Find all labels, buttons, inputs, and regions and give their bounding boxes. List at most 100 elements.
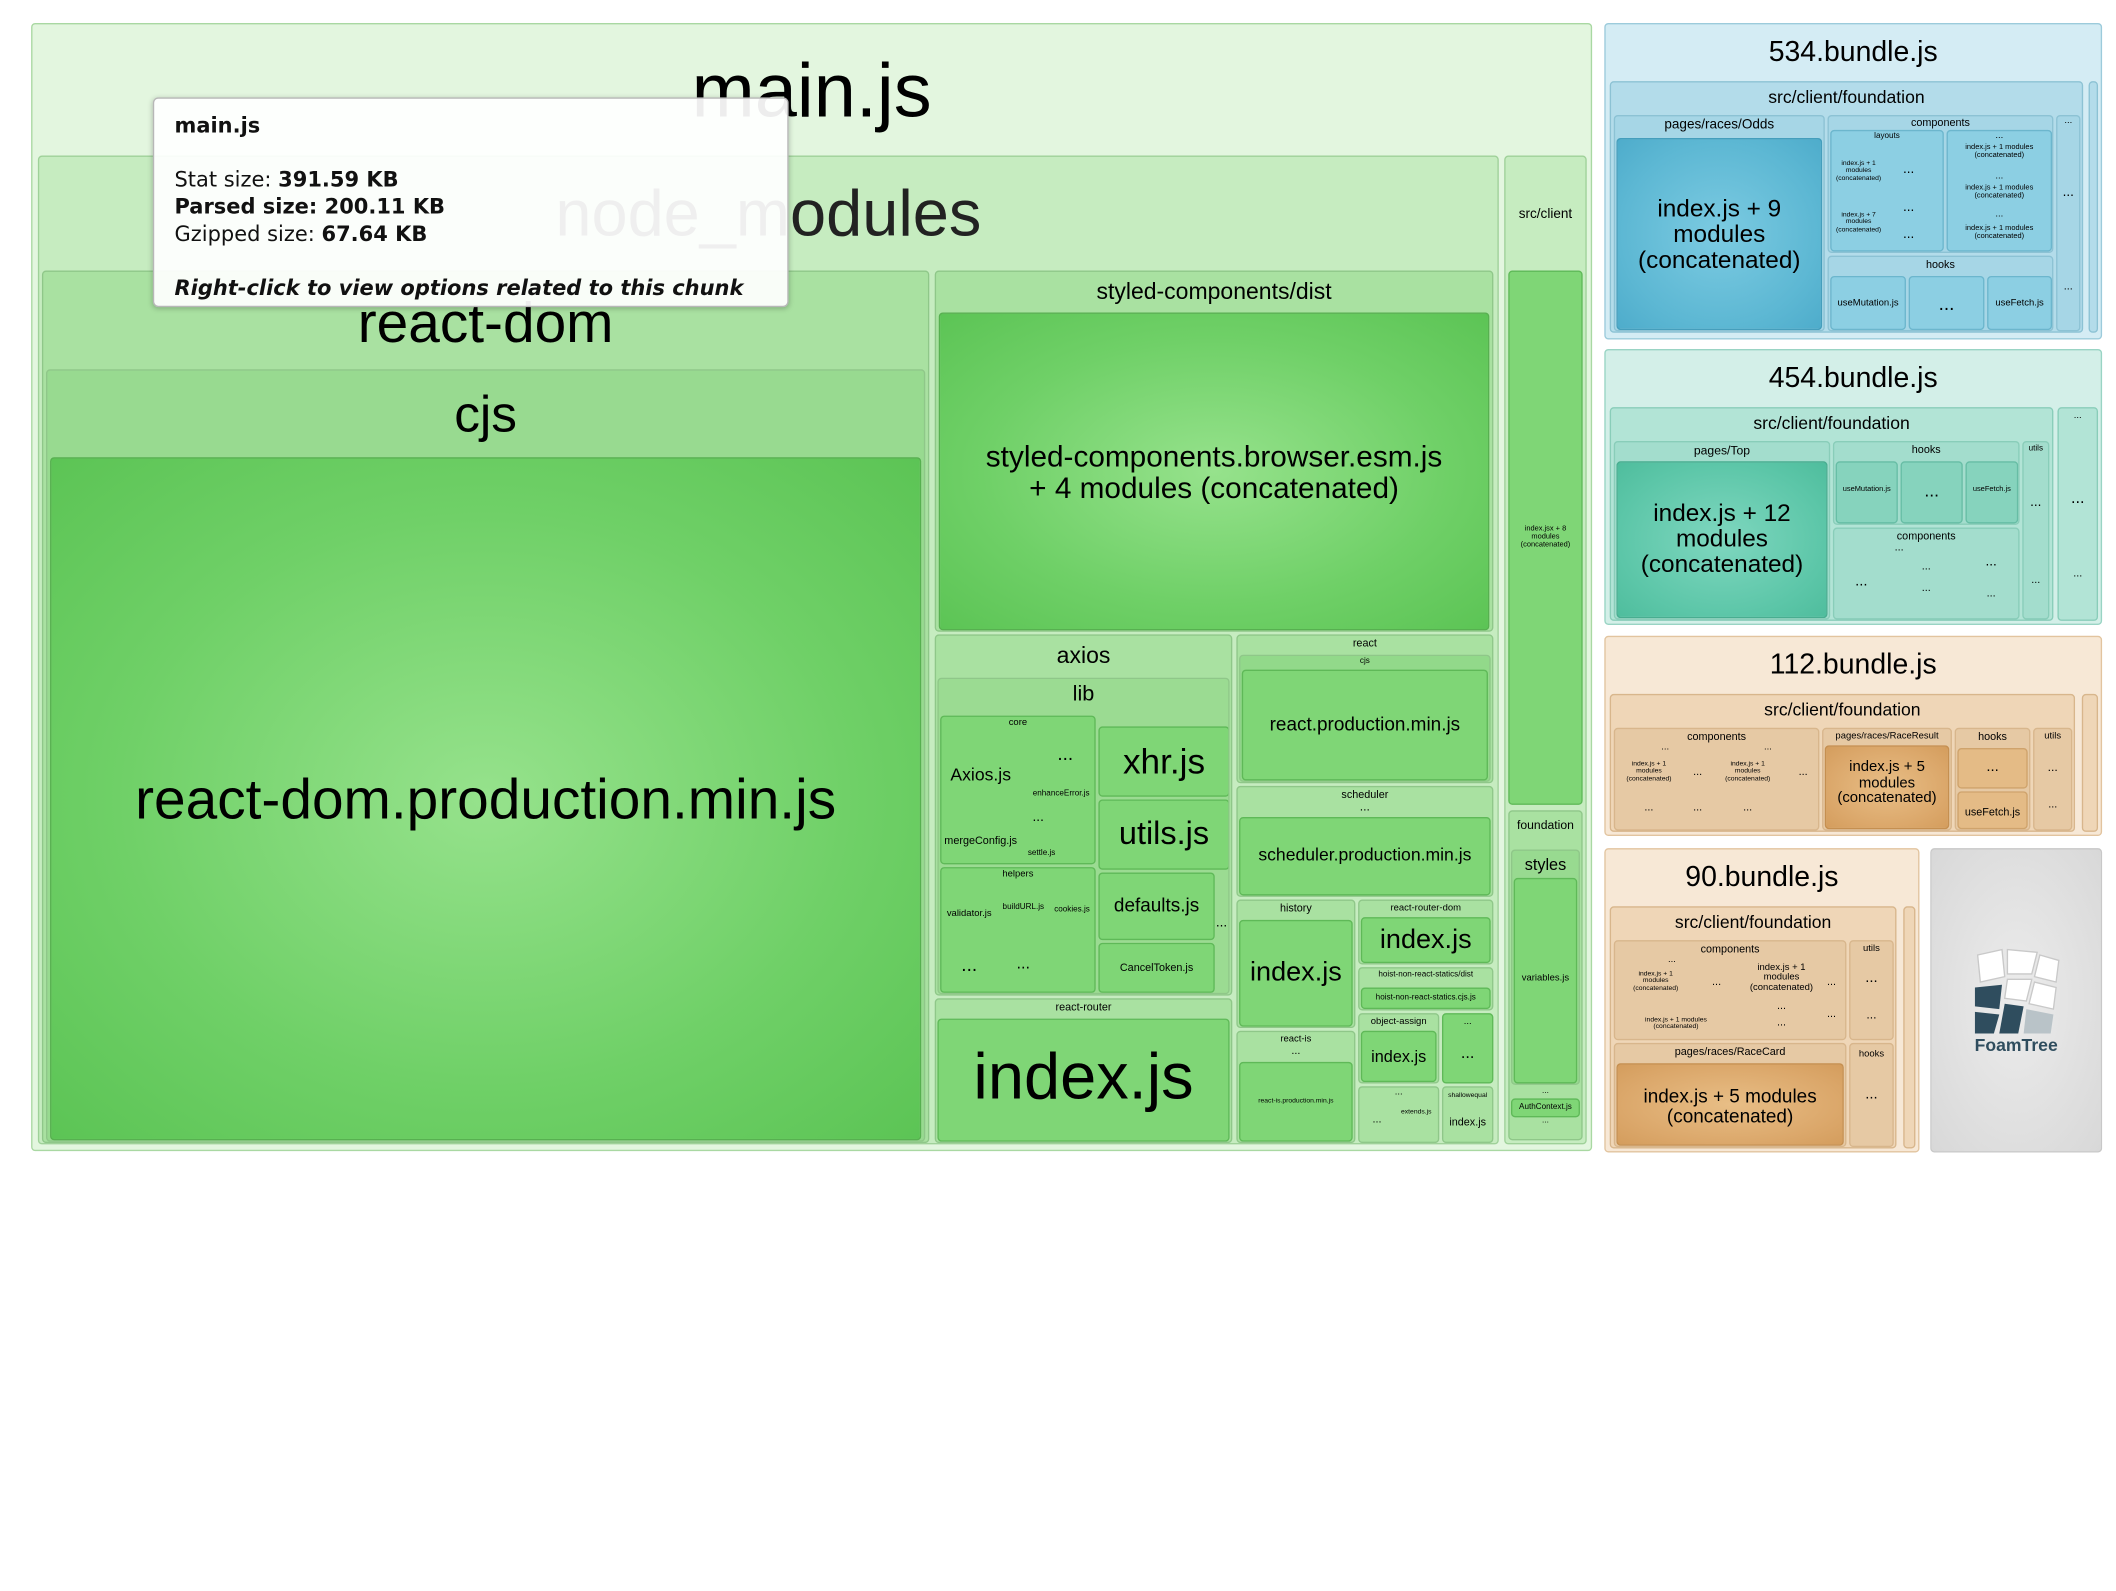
ellipsis-module: ... [1827, 975, 1837, 988]
module-scheduler-production[interactable]: scheduler.production.min.js [1239, 817, 1491, 896]
module-rr-index[interactable]: index.js [937, 1018, 1230, 1142]
module-index-1: index.js + 1 modules (concatenated) [1633, 969, 1679, 993]
ellipsis-module: ... [2063, 280, 2073, 293]
group-components-90[interactable]: components ... index.js + 1 modules (con… [1613, 940, 1847, 1041]
module-top-index[interactable]: index.js + 12 modules (concatenated) [1616, 461, 1828, 619]
group-src-client[interactable]: src/client index.jsx + 8 modules (concat… [1504, 155, 1587, 1145]
module-use-mutation[interactable]: useMutation.js [1830, 275, 1906, 331]
group-layouts[interactable]: layouts index.js + 1 modules (concatenat… [1830, 129, 1944, 252]
group-odds[interactable]: pages/races/Odds index.js + 9 modules (c… [1613, 114, 1825, 332]
module-xhr[interactable]: xhr.js [1098, 726, 1229, 797]
module-hooks-misc[interactable]: ... [1908, 275, 1985, 331]
chunk-454-bundle[interactable]: 454.bundle.js src/client/foundation page… [1604, 348, 2103, 625]
group-foundation-454[interactable]: src/client/foundation pages/Top index.js… [1609, 407, 2054, 621]
group-misc-90[interactable] [1903, 906, 1916, 1149]
group-foundation[interactable]: foundation styles variables.js ... AuthC… [1508, 810, 1583, 1141]
group-helpers[interactable]: helpers validator.js buildURL.js cookies… [940, 867, 1096, 993]
module-use-fetch[interactable]: useFetch.js [1987, 275, 2053, 331]
group-shallowequal[interactable]: shallowequal index.js [1441, 1086, 1494, 1144]
group-react-is[interactable]: react-is ... react-is.production.min.js [1236, 1030, 1356, 1144]
module-styled-components[interactable]: styled-components.browser.esm.js + 4 mod… [938, 312, 1490, 631]
group-hoist-non-react-statics[interactable]: hoist-non-react-statics/dist hoist-non-r… [1358, 967, 1494, 1011]
module-label: react.production.min.js [1269, 712, 1461, 735]
tooltip-spacer [174, 248, 766, 275]
group-lib[interactable]: lib core Axios.js ... enhanceError.js me… [937, 677, 1230, 995]
group-components-inner[interactable]: ... index.js + 1 modules (concatenated) … [1946, 129, 2053, 252]
group-misc-534[interactable]: ... ... ... [2056, 114, 2081, 332]
module-defaults[interactable]: defaults.js [1098, 872, 1215, 941]
foamtree-badge[interactable]: FoamTree [1930, 848, 2103, 1153]
group-top[interactable]: pages/Top index.js + 12 modules (concate… [1613, 440, 1831, 620]
module-use-fetch[interactable]: useFetch.js [1965, 461, 2019, 524]
module-rrd-index[interactable]: index.js [1360, 917, 1491, 964]
group-misc-454[interactable]: ... ... ... [2057, 407, 2099, 621]
group-hooks-112[interactable]: hooks ... useFetch.js [1954, 727, 2031, 831]
module-react-dom-production[interactable]: react-dom.production.min.js [50, 457, 922, 1141]
group-title: src/client/foundation [1753, 412, 1910, 433]
chunk-112-bundle[interactable]: 112.bundle.js src/client/foundation comp… [1604, 635, 2103, 836]
group-foundation-90[interactable]: src/client/foundation components ... ind… [1609, 906, 1897, 1149]
group-object-assign[interactable]: object-assign index.js [1358, 1013, 1440, 1084]
group-title: hooks [1911, 443, 1941, 456]
group-styles[interactable]: styles variables.js [1510, 849, 1580, 1085]
group-scheduler[interactable]: scheduler ... scheduler.production.min.j… [1236, 785, 1494, 897]
group-components-112[interactable]: components ... index.js + 1 modules (con… [1613, 727, 1820, 831]
ellipsis-module: ... [1460, 1042, 1475, 1062]
group-react-router-dom[interactable]: react-router-dom index.js [1358, 899, 1494, 965]
module-history-index[interactable]: index.js [1239, 919, 1353, 1027]
group-cjs[interactable]: cjs react-dom.production.min.js [45, 369, 926, 1142]
module-variables[interactable]: variables.js [1513, 877, 1578, 1084]
group-components-534[interactable]: components layouts index.js + 1 modules … [1827, 114, 2054, 253]
group-misc-534-outer[interactable] [2088, 81, 2099, 333]
group-foundation-112[interactable]: src/client/foundation components ... ind… [1609, 693, 2076, 832]
module-use-fetch[interactable]: useFetch.js [1957, 791, 2028, 830]
group-race-card[interactable]: pages/races/RaceCard index.js + 5 module… [1613, 1042, 1847, 1148]
chunk-main-js[interactable]: main.js node_modules react-dom cjs react… [31, 22, 1593, 1152]
group-hooks-90[interactable]: hooks ... [1849, 1042, 1894, 1148]
group-axios[interactable]: axios lib core Axios.js ... enhanceError… [934, 634, 1233, 996]
group-title: hooks [1978, 730, 2007, 743]
module-race-card-index[interactable]: index.js + 5 modules (concatenated) [1616, 1063, 1844, 1146]
group-components-454[interactable]: components ... ... ... ... ... ... [1832, 527, 2020, 620]
group-react-dom[interactable]: react-dom cjs react-dom.production.min.j… [41, 270, 930, 1144]
group-styled-components-dist[interactable]: styled-components/dist styled-components… [934, 270, 1494, 632]
group-utils-90[interactable]: utils ... ... [1849, 940, 1894, 1041]
module-cancel-token[interactable]: CancelToken.js [1098, 942, 1215, 993]
group-hooks-454[interactable]: hooks useMutation.js ... useFetch.js [1832, 440, 2020, 525]
module-oa-index[interactable]: index.js [1360, 1030, 1437, 1083]
module-utils[interactable]: utils.js [1098, 799, 1229, 870]
group-misc[interactable]: ... ... [1441, 1013, 1494, 1084]
module-hnrs-cjs[interactable]: hoist-non-react-statics.cjs.js [1360, 987, 1491, 1010]
group-core[interactable]: core Axios.js ... enhanceError.js mergeC… [940, 715, 1096, 865]
ellipsis-module: ... [1057, 742, 1074, 765]
group-title: components [1896, 530, 1956, 543]
module-react-is-production[interactable]: react-is.production.min.js [1239, 1061, 1353, 1142]
chunk-534-bundle[interactable]: 534.bundle.js src/client/foundation page… [1604, 22, 2103, 340]
module-use-mutation[interactable]: useMutation.js [1835, 461, 1898, 524]
ellipsis-module: ... [1924, 480, 1939, 501]
group-react[interactable]: react cjs react.production.min.js [1236, 634, 1494, 784]
module-hooks-misc[interactable]: ... [1900, 461, 1963, 524]
group-utils-454[interactable]: utils ... ... [2022, 440, 2050, 620]
group-react-router[interactable]: react-router index.js [934, 998, 1233, 1144]
group-misc-112[interactable] [2081, 693, 2099, 832]
group-foundation-534[interactable]: src/client/foundation pages/races/Odds i… [1609, 81, 2084, 333]
group-hooks-534[interactable]: hooks useMutation.js ... useFetch.js [1827, 255, 2054, 332]
group-title: foundation [1517, 818, 1574, 832]
group-babel-runtime[interactable]: ... ... extends.js [1358, 1086, 1440, 1144]
module-race-result-index[interactable]: index.js + 5 modules (concatenated) [1824, 745, 1950, 830]
group-race-result[interactable]: pages/races/RaceResult index.js + 5 modu… [1822, 727, 1952, 831]
group-react-cjs[interactable]: cjs react.production.min.js [1239, 654, 1491, 782]
group-node-modules[interactable]: node_modules react-dom cjs react-dom.pro… [37, 155, 1499, 1145]
group-utils-112[interactable]: utils ... ... [2033, 727, 2073, 831]
module-src-client-index[interactable]: index.jsx + 8 modules (concatenated) [1508, 270, 1583, 805]
group-history[interactable]: history index.js [1236, 899, 1356, 1029]
chunk-90-bundle[interactable]: 90.bundle.js src/client/foundation compo… [1604, 848, 1920, 1153]
group-title: react-is [1280, 1034, 1312, 1045]
ellipsis-module: ... [1921, 581, 1931, 594]
module-auth-context[interactable]: AuthContext.js [1510, 1098, 1580, 1118]
ellipsis-module: ... [1995, 171, 2004, 182]
module-odds-index[interactable]: index.js + 9 modules (concatenated) [1616, 137, 1823, 331]
module-react-production[interactable]: react.production.min.js [1241, 669, 1488, 781]
module-hooks-misc[interactable]: ... [1957, 748, 2028, 789]
